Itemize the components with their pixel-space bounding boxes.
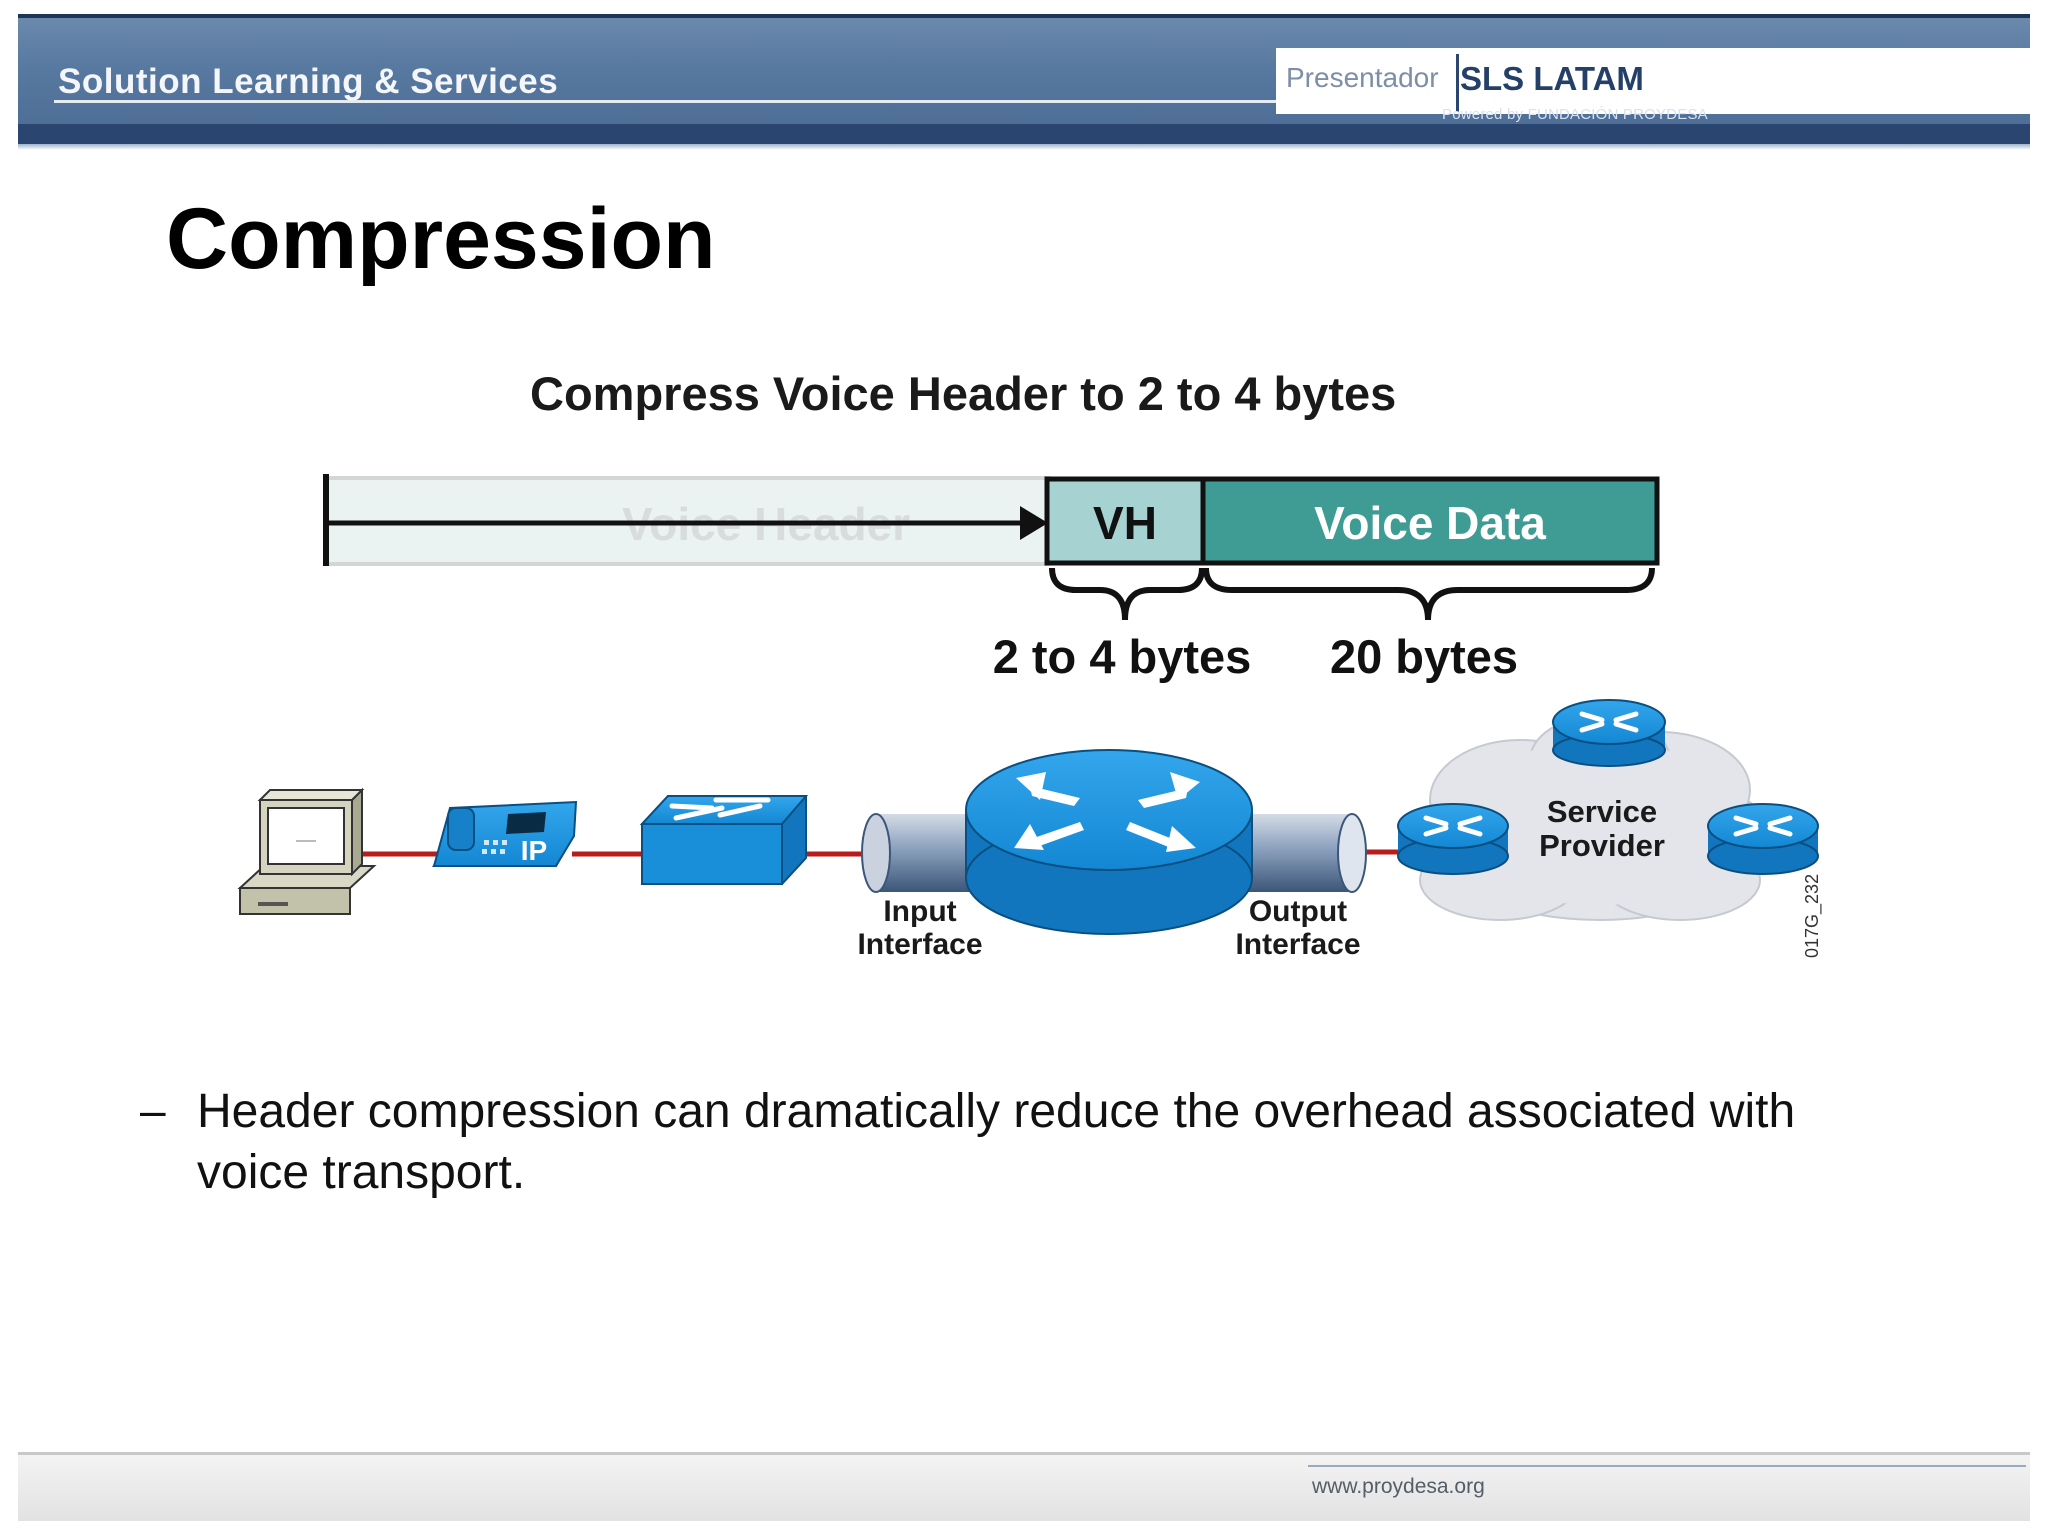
cloud-router-right-icon	[1707, 803, 1819, 875]
footer-url[interactable]: www.proydesa.org	[1312, 1475, 1485, 1498]
banner-title: Solution Learning & Services	[58, 62, 559, 101]
slide-title: Compression	[166, 191, 716, 287]
router-icon	[965, 749, 1253, 935]
bullet-dash: –	[140, 1084, 166, 1136]
header-banner: Solution Learning & Services Presentador…	[18, 14, 2030, 148]
brand-name: SLS LATAM	[1460, 60, 1644, 97]
vh-brace	[1049, 567, 1205, 621]
input-interface-label-line2: Interface	[857, 928, 982, 961]
brand-box	[1276, 48, 2030, 114]
input-interface-label-line1: Input	[883, 895, 956, 928]
banner-shadow	[18, 144, 2030, 150]
figure-id: 017G_232	[1802, 874, 1823, 958]
voice-data-size-label: 20 bytes	[1330, 630, 1518, 683]
powered-by: Powered by FUNDACIÓN PROYDESA	[1442, 106, 1708, 123]
brand-separator	[1456, 54, 1459, 112]
footer-line	[1308, 1465, 2026, 1467]
presenter-label: Presentador	[1286, 62, 1439, 93]
voice-data-label: Voice Data	[1314, 497, 1546, 549]
bullet-text: Header compression can dramatically redu…	[197, 1085, 1796, 1199]
vh-box	[1044, 476, 1206, 566]
compression-arrow-head	[1020, 506, 1048, 540]
input-interface-tube	[861, 813, 976, 893]
service-provider-cloud-fill	[1440, 740, 1760, 905]
switch-icon	[639, 795, 809, 885]
cloud-label-line1: Service	[1547, 794, 1657, 829]
output-interface-label-line2: Interface	[1235, 928, 1360, 961]
output-interface-tube	[1234, 813, 1367, 893]
output-interface-label-line1: Output	[1249, 895, 1347, 928]
cloud-label-line2: Provider	[1539, 828, 1665, 863]
vh-label: VH	[1093, 497, 1157, 549]
voice-data-box	[1200, 476, 1660, 566]
voice-data-brace	[1203, 567, 1655, 621]
ip-phone-label: IP	[521, 835, 547, 866]
cloud-router-top-icon	[1552, 699, 1666, 767]
ip-phone-icon: IP	[431, 800, 578, 867]
vh-size-label: 2 to 4 bytes	[993, 630, 1252, 683]
brand-stripe	[18, 124, 2030, 144]
diagram-title: Compress Voice Header to 2 to 4 bytes	[530, 367, 1397, 420]
banner-underline	[54, 100, 1294, 103]
footer-bar: www.proydesa.org	[18, 1452, 2030, 1521]
pc-workstation-icon	[237, 787, 377, 915]
cloud-router-left-icon	[1397, 803, 1509, 875]
